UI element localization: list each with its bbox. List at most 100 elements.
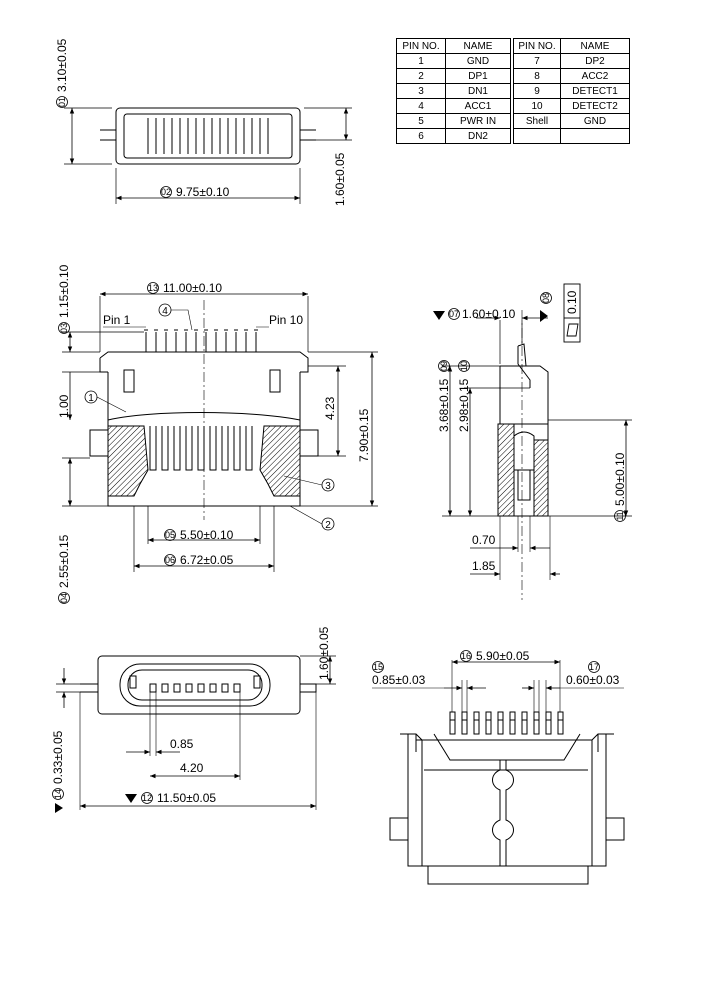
dim-03-tag: 03	[59, 323, 69, 333]
dim-06-tag: 06	[165, 555, 175, 565]
balloon-1: 1	[84, 390, 127, 413]
dim-08: 08 0.10	[540, 283, 581, 343]
front-left-wall	[107, 425, 149, 497]
dim-bottom-1-60: 1.60±0.05	[317, 626, 331, 680]
pin-1-label: Pin 1	[103, 313, 131, 327]
pcb-view: 16 5.90±0.05 15 0.85±0.03 17 0.60±0.03	[372, 649, 625, 885]
dim-15: 15 0.85±0.03	[372, 661, 444, 689]
name-cell	[560, 128, 630, 144]
front-left-slot	[123, 369, 135, 393]
dim-11-value: 5.00±0.10	[613, 452, 627, 506]
balloon-4: 4	[158, 303, 193, 331]
dim-14: 14 0.33±0.05	[51, 730, 65, 813]
top-view-inner	[123, 113, 293, 159]
dim-12-tag: 12	[142, 793, 152, 803]
dim-02: 02 9.75±0.10	[160, 185, 230, 199]
dim-16: 16 5.90±0.05	[460, 649, 530, 663]
balloon-3: 3	[283, 475, 335, 492]
svg-text:4: 4	[162, 306, 168, 317]
dim-06-value: 6.72±0.05	[180, 553, 234, 567]
pin-table: PIN NO. NAME PIN NO. NAME 1 GND 7 DP2 2 …	[396, 38, 630, 144]
table-row: 6 DN2	[396, 128, 630, 144]
side-top-body	[499, 365, 549, 425]
top-view-housing	[115, 107, 301, 165]
dim-09-value: 3.68±0.15	[437, 378, 451, 432]
svg-text:1: 1	[88, 393, 94, 404]
front-view: 13 11.00±0.10 Pin 1 Pin 10 4 03 1.15±0.1…	[57, 264, 378, 604]
dim-01-tag: 01	[57, 97, 67, 107]
dim-16-tag: 16	[461, 651, 471, 661]
front-top-flange	[99, 351, 309, 373]
front-right-wall	[259, 425, 301, 497]
dim-05-value: 5.50±0.10	[180, 528, 234, 542]
dim-0-85: 0.85	[170, 737, 194, 751]
table-row: 2 DP1 8 ACC2	[396, 68, 630, 84]
dim-10: 2.98±0.15 10	[457, 360, 471, 432]
dim-17: 17 0.60±0.03	[560, 661, 624, 689]
dim-4-20: 4.20	[180, 761, 204, 775]
top-view: 01 3.10±0.05 02 9.75±0.10 1.60±0.05	[55, 38, 352, 206]
dim-17-tag: 17	[589, 662, 599, 672]
dim-01: 01 3.10±0.05	[55, 38, 69, 108]
flatness-value: 0.10	[565, 290, 579, 314]
dim-1-00: 1.00	[57, 394, 71, 418]
dim-14-tag: 14	[53, 789, 63, 799]
dim-14-value: 0.33±0.05	[51, 730, 65, 784]
flatness-frame	[563, 283, 581, 343]
dim-13-tag: 13	[148, 283, 158, 293]
dim-12: 12 11.50±0.05	[125, 791, 216, 805]
dim-7-90: 7.90±0.15	[357, 408, 371, 462]
dim-16-value: 5.90±0.05	[476, 649, 530, 663]
dim-07-tag: 07	[449, 309, 459, 319]
dim-1-85: 1.85	[472, 559, 496, 573]
dim-06: 06 6.72±0.05	[164, 553, 234, 567]
table-row: 4 ACC1 10 DETECT2	[396, 98, 630, 114]
dim-15-value: 0.85±0.03	[372, 673, 426, 687]
pin-10-label: Pin 10	[269, 313, 303, 327]
svg-text:3: 3	[325, 481, 331, 492]
dim-09-tag: 09	[439, 361, 449, 371]
dim-15-tag: 15	[373, 662, 383, 672]
dim-07-value: 1.60±0.10	[462, 307, 516, 321]
dim-0-70: 0.70	[472, 533, 496, 547]
front-pins	[144, 329, 258, 352]
side-view: 07 1.60±0.10 08 0.10 3.68±0.15 09 2.98±0…	[433, 283, 632, 600]
dim-05-tag: 05	[165, 530, 175, 540]
dim-03-value: 1.15±0.10	[57, 264, 71, 318]
top-view-contacts	[147, 118, 269, 154]
dim-13: 13 11.00±0.10	[147, 281, 222, 295]
bottom-view: 1.60±0.05 14 0.33±0.05 0.85 4.20 12 11.5…	[51, 626, 336, 813]
top-view-tabs	[100, 129, 316, 141]
dim-10-value: 2.98±0.15	[457, 378, 471, 432]
dim-05: 05 5.50±0.10	[164, 528, 234, 542]
flatness-symbol-icon	[566, 323, 579, 337]
svg-text:2: 2	[325, 520, 331, 531]
table-row: 3 DN1 9 DETECT1	[396, 83, 630, 99]
dim-02-tag: 02	[161, 187, 171, 197]
bottom-contacts	[149, 683, 241, 693]
dim-04-value: 2.55±0.15	[57, 534, 71, 588]
dim-07: 07 1.60±0.10	[433, 307, 516, 321]
dim-4-23: 4.23	[323, 396, 337, 420]
dim-01-value: 3.10±0.05	[55, 38, 69, 92]
dim-11-tag: 11	[615, 511, 625, 520]
front-right-slot	[269, 369, 281, 393]
pcb-center-seam	[492, 760, 501, 866]
balloon-2: 2	[289, 505, 335, 531]
dim-top-right-value: 1.60±0.05	[333, 152, 347, 206]
dim-03: 03 1.15±0.10	[57, 264, 71, 334]
dim-10-tag: 10	[459, 361, 469, 371]
dim-13-value: 11.00±0.10	[163, 281, 222, 295]
front-contacts	[149, 426, 253, 471]
pcb-side-tabs	[389, 817, 625, 841]
dim-04: 04 2.55±0.15	[57, 534, 71, 604]
bottom-tabs	[80, 683, 317, 693]
dim-02-value: 9.75±0.10	[176, 185, 230, 199]
dim-12-value: 11.50±0.05	[157, 791, 216, 805]
dim-04-tag: 04	[59, 593, 69, 603]
dim-09: 3.68±0.15 09	[437, 360, 451, 432]
pin-table-header: PIN NO. NAME PIN NO. NAME	[396, 38, 630, 54]
bottom-receptacle	[119, 663, 271, 707]
dim-08-tag: 08	[541, 293, 551, 303]
